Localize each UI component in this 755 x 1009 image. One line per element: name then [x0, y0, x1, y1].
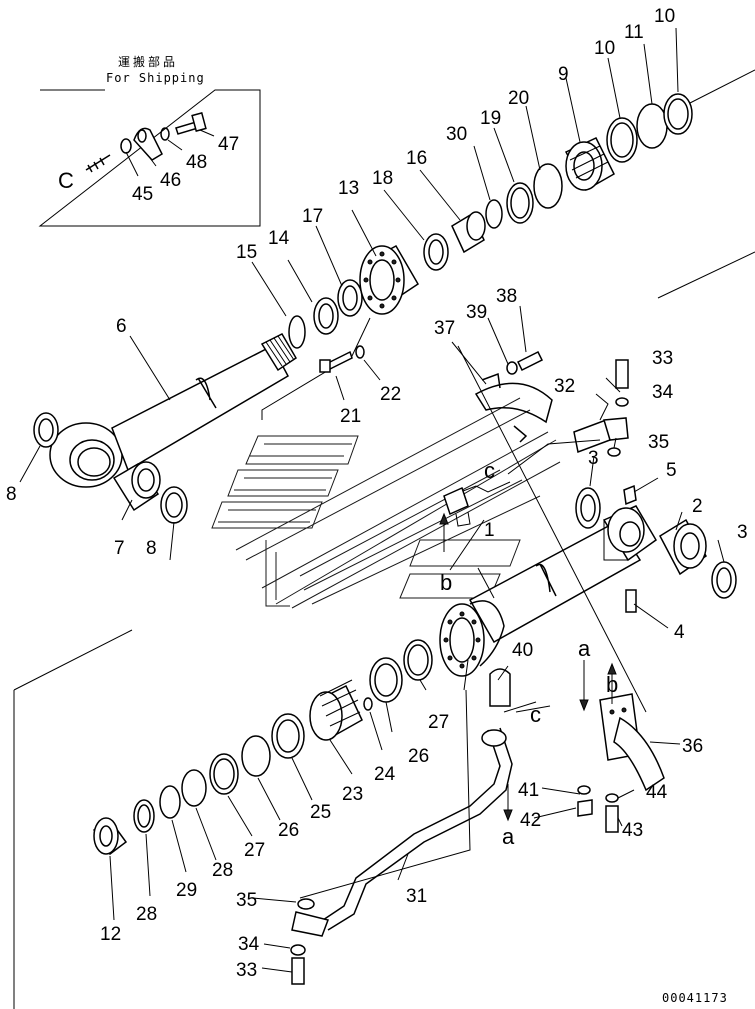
- callout-43: 43: [622, 820, 643, 841]
- callout-15: 15: [236, 242, 257, 263]
- callout-28a: 28: [212, 860, 233, 881]
- callout-33a: 33: [652, 348, 673, 369]
- callout-30: 30: [446, 124, 467, 145]
- callout-36: 36: [682, 736, 703, 757]
- callout-3a: 3: [588, 448, 599, 469]
- callout-9: 9: [558, 64, 569, 85]
- callout-41: 41: [518, 780, 539, 801]
- callout-35b: 35: [236, 890, 257, 911]
- callout-3b: 3: [737, 522, 748, 543]
- callout-23: 23: [342, 784, 363, 805]
- flow-letter-c-top: c: [530, 702, 541, 727]
- tube-assembly: [290, 668, 537, 985]
- flow-letter-a-bottom: a: [502, 824, 515, 849]
- bracket-36: [577, 693, 665, 833]
- callout-6: 6: [116, 316, 127, 337]
- callout-10a: 10: [594, 38, 615, 59]
- callout-29: 29: [176, 880, 197, 901]
- callout-44: 44: [646, 782, 668, 803]
- callout-20: 20: [508, 88, 529, 109]
- flow-letters: a b c a b c: [440, 458, 618, 849]
- callout-28b: 28: [136, 904, 157, 925]
- callout-40: 40: [512, 640, 533, 661]
- callout-34b: 34: [238, 934, 260, 955]
- shipping-box: 運搬部品 For Shipping C: [38, 54, 261, 227]
- callout-26b: 26: [278, 820, 299, 841]
- callout-12: 12: [100, 924, 121, 945]
- callout-46: 46: [160, 170, 181, 191]
- watermark-logo: [211, 397, 561, 609]
- callout-1: 1: [484, 520, 495, 541]
- callout-13: 13: [338, 178, 359, 199]
- callout-48: 48: [186, 152, 207, 173]
- drawing-number: 00041173: [662, 991, 728, 1005]
- shipping-connector-letter: C: [58, 168, 74, 193]
- callout-18: 18: [372, 168, 393, 189]
- flow-letter-b-mid: b: [440, 570, 452, 595]
- callout-14: 14: [268, 228, 290, 249]
- shipping-title-en: For Shipping: [106, 71, 205, 85]
- callout-19: 19: [480, 108, 501, 129]
- callout-38: 38: [496, 286, 517, 307]
- flow-letter-c-mid: c: [484, 458, 495, 483]
- callout-4: 4: [674, 622, 685, 643]
- callout-17: 17: [302, 206, 323, 227]
- callout-22: 22: [380, 384, 401, 405]
- callout-37: 37: [434, 318, 455, 339]
- callout-2: 2: [692, 496, 703, 517]
- lower-seal-row: [92, 639, 433, 856]
- callout-21: 21: [340, 406, 361, 427]
- callout-numbers: 1 2 3 3 4 5 6 7 8 8 9 10 10 11 12 13 14 …: [6, 6, 748, 981]
- callout-34a: 34: [652, 382, 674, 403]
- callout-10b: 10: [654, 6, 675, 27]
- flow-letter-a-top: a: [578, 636, 591, 661]
- callout-42: 42: [520, 810, 541, 831]
- shipping-title-jp: 運搬部品: [118, 54, 178, 69]
- leader-lines: [19, 27, 725, 973]
- callout-47: 47: [218, 134, 239, 155]
- cylinder-body: [439, 487, 737, 677]
- frame-lines: [13, 69, 755, 1009]
- callout-33b: 33: [236, 960, 257, 981]
- clamp-parts: [474, 350, 637, 506]
- callout-45: 45: [132, 184, 153, 205]
- callout-32: 32: [554, 376, 575, 397]
- callout-8b: 8: [146, 538, 157, 559]
- callout-8a: 8: [6, 484, 17, 505]
- callout-31: 31: [406, 886, 427, 907]
- callout-5: 5: [666, 460, 677, 481]
- callout-35a: 35: [648, 432, 669, 453]
- head-assembly: [288, 93, 693, 373]
- callout-16: 16: [406, 148, 427, 169]
- callout-7: 7: [114, 538, 125, 559]
- callout-39: 39: [466, 302, 487, 323]
- callout-26a: 26: [408, 746, 429, 767]
- callout-25: 25: [310, 802, 331, 823]
- rod-assembly: [33, 333, 298, 524]
- callout-11: 11: [624, 22, 644, 43]
- callout-27b: 27: [244, 840, 265, 861]
- flow-arrows: [439, 481, 617, 822]
- callout-24: 24: [374, 764, 396, 785]
- flow-letter-b-top: b: [606, 672, 618, 697]
- callout-27a: 27: [428, 712, 449, 733]
